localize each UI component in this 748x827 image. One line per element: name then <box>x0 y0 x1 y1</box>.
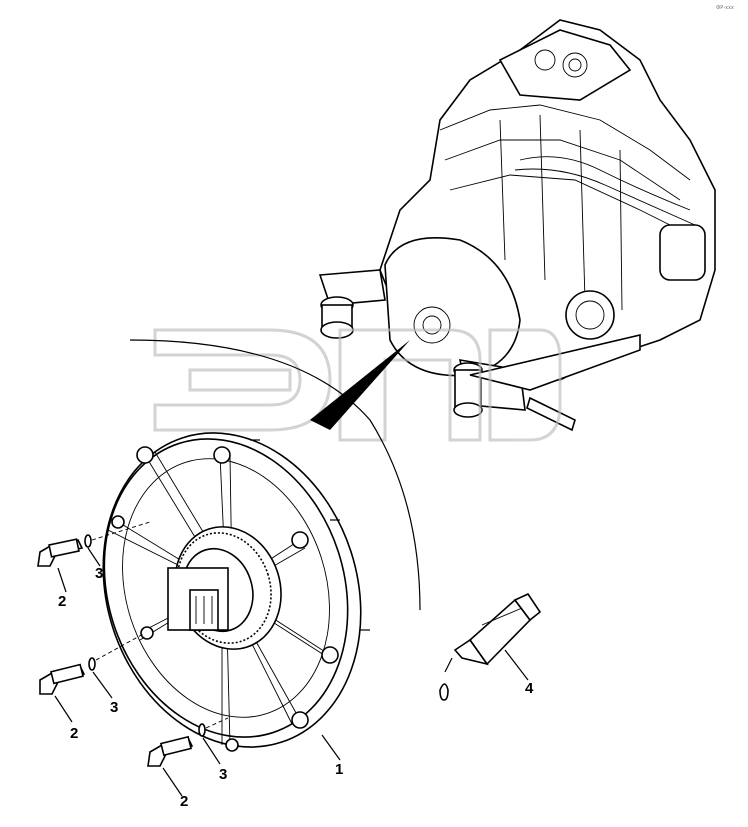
leader-washer-c <box>202 737 221 765</box>
leader-bolt-c <box>162 767 183 797</box>
corner-code: ФР-ххх <box>716 5 734 11</box>
leader-washer-b <box>92 671 113 699</box>
leader-flywheel <box>321 734 341 761</box>
engine-assembly <box>318 19 716 432</box>
leader-bolt-a <box>57 567 67 593</box>
detail-pointer <box>310 340 410 430</box>
callout-washer-c: 3 <box>219 766 227 783</box>
bolt-washer-set-middle <box>39 632 146 695</box>
callout-sealant-tube: 4 <box>525 680 534 697</box>
leader-sealant-tube <box>504 649 529 681</box>
callout-washer-b: 3 <box>110 699 118 716</box>
leader-washer-a <box>87 547 101 567</box>
bolt-washer-set-bottom <box>147 717 229 767</box>
callout-bolt-b: 2 <box>70 725 78 742</box>
sealant-tube <box>439 592 542 701</box>
callout-washer-a: 3 <box>95 565 103 582</box>
callout-flywheel: 1 <box>335 761 343 778</box>
callout-bolt-a: 2 <box>58 593 66 610</box>
callout-bolt-c: 2 <box>180 793 188 810</box>
flywheel <box>102 432 370 752</box>
leader-bolt-b <box>54 695 73 723</box>
bolt-washer-set-top <box>37 521 151 567</box>
detail-view-arc <box>129 339 421 611</box>
